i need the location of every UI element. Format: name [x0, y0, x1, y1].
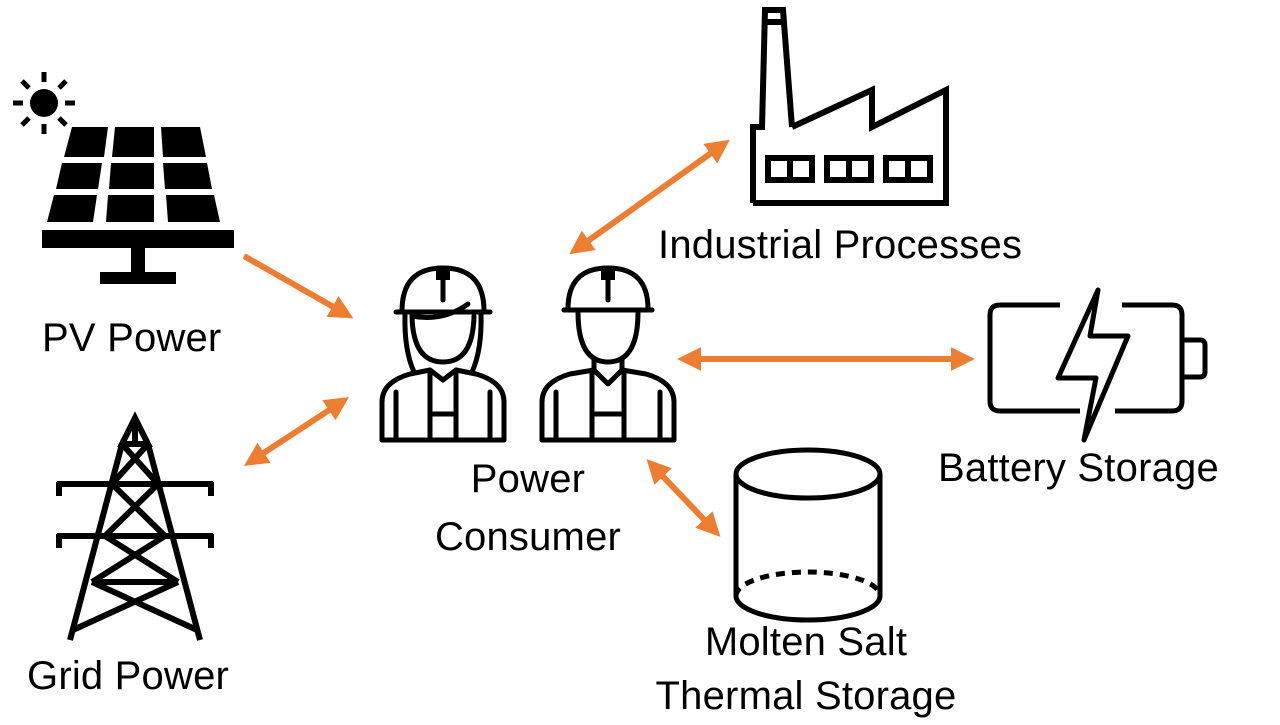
power-consumer-label-line2: Consumer	[434, 515, 622, 559]
solar-panel-icon	[42, 127, 234, 284]
arrow-consumer-industrial	[569, 139, 730, 255]
battery-storage-label: Battery Storage	[938, 446, 1219, 490]
male-worker-icon	[539, 265, 677, 443]
arrow-consumer-thermal	[646, 459, 721, 537]
tank-icon	[733, 447, 883, 623]
molten-salt-label-line1: Molten Salt	[704, 620, 908, 664]
sun-icon	[13, 72, 75, 134]
factory-icon	[750, 7, 949, 206]
battery-icon	[987, 287, 1208, 443]
arrow-grid-consumer	[243, 397, 350, 466]
grid-power-label: Grid Power	[27, 654, 230, 698]
flow-arrows	[242, 139, 975, 537]
pv-power-label: PV Power	[42, 316, 222, 360]
transmission-tower-icon	[56, 411, 214, 641]
arrow-pv-to-consumer	[242, 253, 354, 319]
female-worker-icon	[379, 265, 507, 443]
molten-salt-label-line2: Thermal Storage	[655, 674, 957, 718]
industrial-processes-label: Industrial Processes	[658, 223, 1023, 267]
workers-icon	[379, 265, 677, 443]
power-consumer-label-line1: Power	[470, 457, 586, 501]
